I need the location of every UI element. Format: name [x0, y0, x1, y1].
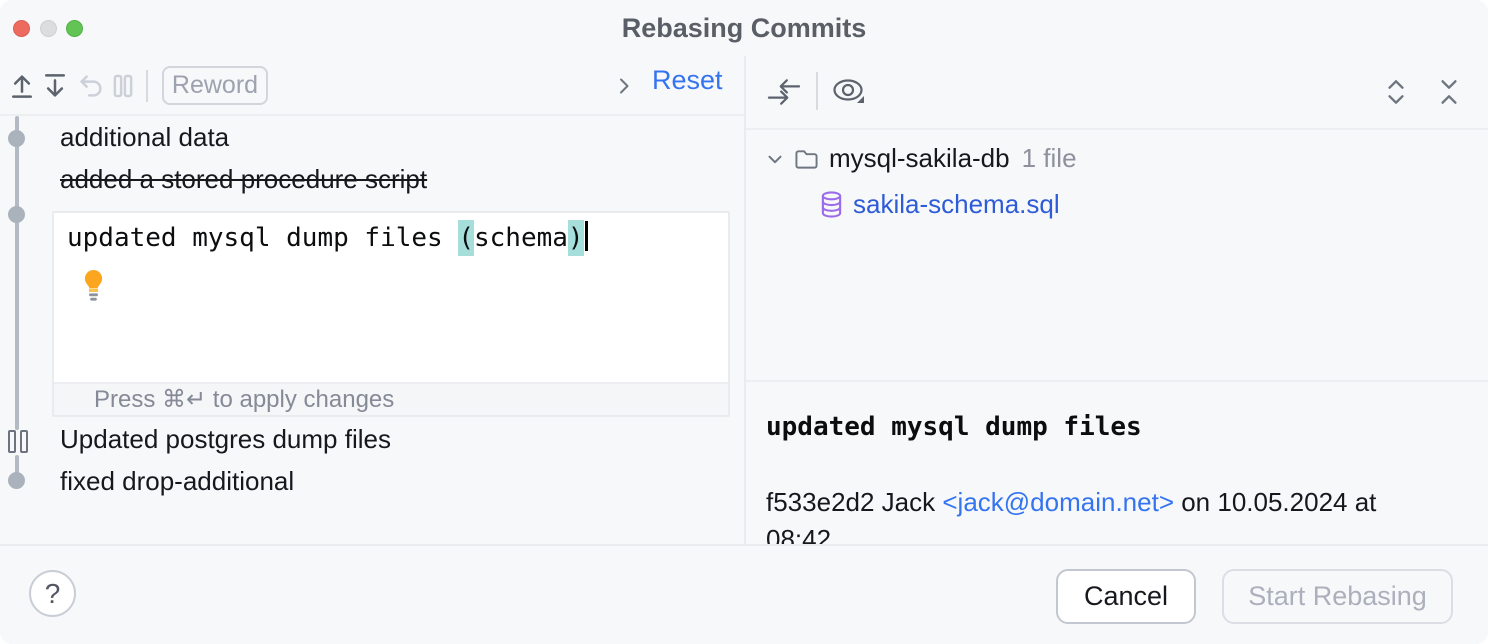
changed-files-toolbar [746, 56, 1488, 130]
zoom-window-button[interactable] [66, 19, 83, 37]
move-up-icon [7, 71, 37, 101]
pause-button[interactable] [105, 68, 141, 104]
panel-divider [744, 56, 746, 544]
cancel-button[interactable]: Cancel [1056, 569, 1196, 624]
folder-icon [794, 147, 819, 170]
commit-node [8, 206, 25, 223]
expand-all-icon [1383, 77, 1409, 107]
start-rebasing-button[interactable]: Start Rebasing [1222, 569, 1453, 624]
pause-node [8, 430, 28, 453]
chevron-down-icon[interactable] [764, 148, 786, 170]
tree-row-folder[interactable]: mysql-sakila-db 1 file [764, 143, 1077, 174]
eye-icon [830, 77, 870, 107]
title-bar: Rebasing Commits [0, 0, 1488, 56]
expand-all-button[interactable] [1378, 74, 1414, 110]
lightbulb-icon[interactable] [83, 269, 104, 305]
reword-editor[interactable]: updated mysql dump files (schema) Press … [52, 211, 730, 417]
commit-message-input[interactable]: updated mysql dump files (schema) [67, 220, 588, 256]
commit-graph-line [15, 116, 19, 430]
commit-row-dropped[interactable]: added a stored procedure script [60, 164, 428, 194]
message-text: updated mysql dump files [67, 223, 459, 253]
swap-sides-button[interactable] [766, 74, 802, 110]
text-caret [584, 221, 588, 251]
view-options-button[interactable] [832, 74, 868, 110]
commit-message: updated mysql dump files [766, 412, 1142, 442]
help-button[interactable]: ? [29, 570, 76, 617]
reset-link[interactable]: Reset [652, 65, 723, 95]
matched-paren-close: ) [567, 220, 584, 256]
window-title: Rebasing Commits [621, 13, 867, 43]
tree-row-file[interactable]: sakila-schema.sql [820, 189, 1060, 220]
show-reset-options-button[interactable] [606, 68, 642, 104]
database-icon [820, 191, 843, 218]
commit-graph-line [15, 455, 19, 477]
minimize-window-button[interactable] [40, 19, 57, 37]
commit-date: on 10.05.2024 at 08:42 [766, 487, 1377, 544]
undo-icon [76, 71, 106, 101]
commit-node [8, 472, 25, 489]
message-text: schema [474, 223, 568, 253]
close-window-button[interactable] [13, 19, 30, 37]
apply-changes-hint: Press ⌘↵ to apply changes [54, 382, 728, 415]
commit-row[interactable]: Updated postgres dump files [60, 424, 391, 454]
author-email-link[interactable]: <jack@domain.net> [942, 487, 1174, 517]
commit-hash-author: f533e2d2 Jack [766, 487, 943, 517]
commit-row[interactable]: additional data [60, 122, 230, 152]
commit-author-line: f533e2d2 Jack <jack@domain.net> on 10.05… [766, 484, 1438, 544]
commit-list-panel: Reword Reset additional data added a sto… [0, 56, 744, 544]
collapse-all-icon [1436, 77, 1462, 107]
commit-list-toolbar: Reword Reset [0, 56, 744, 116]
toolbar-separator [146, 70, 148, 102]
pause-icon [108, 71, 138, 101]
chevron-right-icon [612, 74, 636, 98]
commit-details: updated mysql dump files f533e2d2 Jack <… [746, 382, 1488, 544]
commit-row[interactable]: fixed drop-additional [60, 466, 295, 496]
matched-paren-open: ( [458, 220, 474, 256]
folder-name: mysql-sakila-db [829, 143, 1010, 173]
file-name: sakila-schema.sql [853, 189, 1060, 219]
reword-button[interactable]: Reword [162, 66, 268, 105]
toolbar-separator [816, 72, 818, 110]
move-commit-up-button[interactable] [4, 68, 40, 104]
file-count: 1 file [1021, 143, 1077, 173]
move-down-icon [40, 71, 70, 101]
move-commit-down-button[interactable] [37, 68, 73, 104]
swap-sides-icon [767, 77, 801, 107]
collapse-all-button[interactable] [1431, 74, 1467, 110]
undo-button[interactable] [73, 68, 109, 104]
dialog-footer: ? Cancel Start Rebasing [0, 544, 1488, 644]
changed-files-panel: mysql-sakila-db 1 file sakila-schema.sql… [746, 56, 1488, 544]
details-divider [746, 380, 1488, 382]
commit-node [8, 130, 25, 147]
